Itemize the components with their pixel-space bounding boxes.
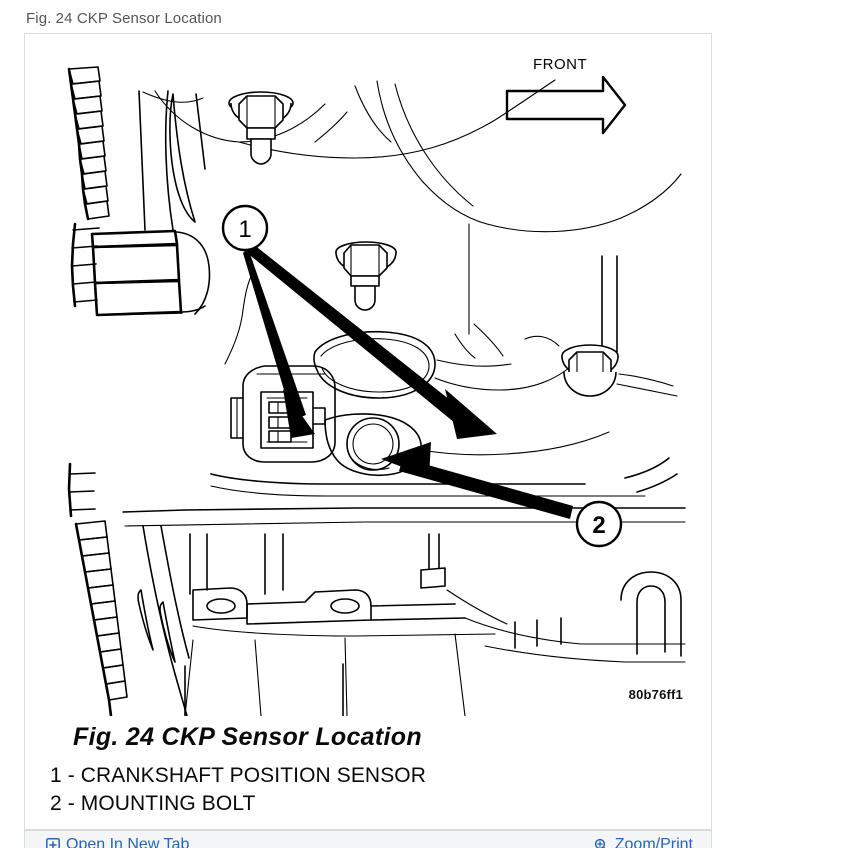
upper-bolt-2 (335, 241, 397, 311)
engine-diagram: .ln { fill:none; stroke:#000; stroke-wid… (25, 34, 711, 716)
flywheel-ring-gear (67, 66, 128, 716)
front-direction-arrow (505, 75, 627, 135)
callout-1-number: 1 (238, 216, 251, 243)
callout-legend: 1 - CRANKSHAFT POSITION SENSOR 2 - MOUNT… (50, 762, 711, 819)
figure-frame: .ln { fill:none; stroke:#000; stroke-wid… (24, 33, 712, 830)
engine-block-contours (142, 79, 682, 233)
caption-block: Fig. 24 CKP Sensor Location 1 - CRANKSHA… (25, 723, 711, 819)
crankshaft-damper (90, 90, 211, 317)
callout-bubble-1: 1 (221, 204, 269, 252)
open-in-new-tab-link[interactable]: Open In New Tab (45, 837, 189, 848)
callout-2-leader (381, 442, 573, 519)
legend-item: 2 - MOUNTING BOLT (50, 791, 256, 815)
right-bolt (473, 255, 678, 397)
zoom-print-link[interactable]: Zoom/Print (594, 837, 693, 848)
oil-pan-lower-block (122, 507, 686, 716)
open-in-new-tab-label: Open In New Tab (66, 836, 190, 848)
figure-code: 80b76ff1 (628, 687, 683, 702)
front-direction-label: FRONT (533, 56, 587, 73)
upper-bolt-1 (228, 91, 294, 165)
figure-caption: Fig. 24 CKP Sensor Location (73, 723, 422, 751)
page-title: Fig. 24 CKP Sensor Location (26, 10, 222, 27)
legend-item: 1 - CRANKSHAFT POSITION SENSOR (50, 763, 427, 787)
zoom-print-label: Zoom/Print (614, 836, 693, 848)
engine-mid-contours (210, 223, 678, 497)
callout-1-leaders (243, 244, 497, 439)
callout-2-number: 2 (592, 512, 605, 539)
magnifier-plus-icon (594, 838, 609, 848)
figure-action-bar: Open In New Tab Zoom/Print (24, 830, 712, 848)
callout-bubble-2: 2 (575, 500, 623, 548)
open-in-new-tab-icon (45, 838, 60, 848)
